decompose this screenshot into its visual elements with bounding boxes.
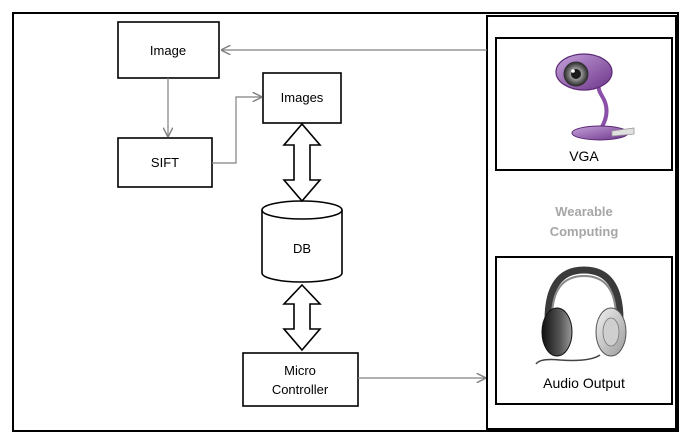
db-micro-double-arrow (282, 283, 322, 352)
db-label: DB (293, 241, 311, 256)
image-box (117, 21, 220, 79)
wearable-title-line1: Wearable (555, 204, 613, 219)
audio-output-label: Audio Output (543, 375, 625, 391)
outer-frame (12, 12, 679, 432)
images-db-double-arrow (282, 122, 322, 203)
micro-controller-box (242, 352, 359, 407)
vga-label: VGA (569, 148, 599, 164)
audio-output-box (495, 256, 673, 405)
headphones-icon (535, 266, 627, 365)
images-box-label: Images (281, 90, 324, 105)
sift-box (117, 137, 213, 188)
wearable-title-line2: Computing (550, 224, 619, 239)
micro-controller-label-line2: Controller (272, 382, 329, 397)
sift-to-images-arrow (212, 97, 261, 164)
micro-controller-label-line1: Micro (284, 363, 316, 378)
image-box-label: Image (150, 43, 186, 58)
sift-box-label: SIFT (151, 155, 179, 170)
webcam-icon (555, 53, 635, 141)
images-box (262, 72, 342, 124)
